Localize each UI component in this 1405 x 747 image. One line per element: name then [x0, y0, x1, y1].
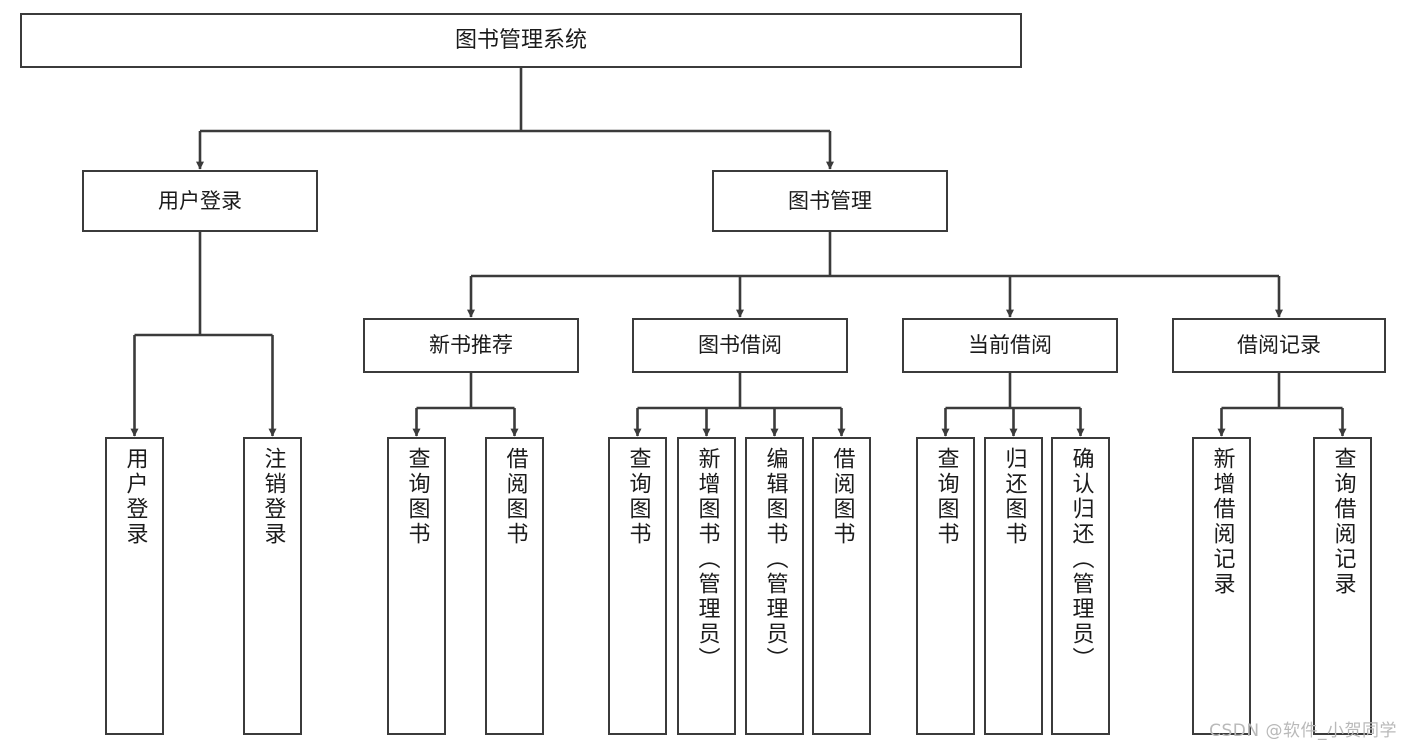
- node-label: 借阅图书: [829, 447, 855, 547]
- node-leaf-add-borrow-record[interactable]: 新增借阅记录: [1192, 437, 1251, 735]
- node-leaf-borrow-book-1[interactable]: 借阅图书: [485, 437, 544, 735]
- node-label: 当前借阅: [968, 333, 1052, 358]
- node-leaf-query-borrow-record[interactable]: 查询借阅记录: [1313, 437, 1372, 735]
- node-leaf-confirm-return-admin[interactable]: 确认归还（管理员）: [1051, 437, 1110, 735]
- node-label: 图书借阅: [698, 333, 782, 358]
- node-leaf-query-book-2[interactable]: 查询图书: [608, 437, 667, 735]
- node-label: 查询图书: [933, 447, 959, 547]
- node-label: 编辑图书（管理员）: [762, 447, 788, 672]
- node-new-book-recommend[interactable]: 新书推荐: [363, 318, 579, 373]
- node-label: 图书管理系统: [454, 27, 587, 53]
- node-label: 用户登录: [122, 447, 148, 547]
- node-label: 借阅记录: [1237, 333, 1321, 358]
- node-leaf-query-book-1[interactable]: 查询图书: [387, 437, 446, 735]
- node-leaf-borrow-book-2[interactable]: 借阅图书: [812, 437, 871, 735]
- node-label: 归还图书: [1001, 447, 1027, 547]
- edge-group: [130, 68, 1347, 437]
- node-borrow-record[interactable]: 借阅记录: [1172, 318, 1386, 373]
- node-label: 图书管理: [788, 188, 872, 213]
- node-label: 查询图书: [404, 447, 430, 547]
- node-label: 新书推荐: [429, 333, 513, 358]
- node-leaf-add-book-admin[interactable]: 新增图书（管理员）: [677, 437, 736, 735]
- node-label: 查询图书: [625, 447, 651, 547]
- node-book-borrow[interactable]: 图书借阅: [632, 318, 848, 373]
- node-current-borrow[interactable]: 当前借阅: [902, 318, 1118, 373]
- node-book-manage[interactable]: 图书管理: [712, 170, 948, 232]
- node-label: 新增借阅记录: [1209, 447, 1235, 597]
- node-label: 新增图书（管理员）: [694, 447, 720, 672]
- node-leaf-logout-login[interactable]: 注销登录: [243, 437, 302, 735]
- node-label: 注销登录: [260, 447, 286, 547]
- node-leaf-query-book-3[interactable]: 查询图书: [916, 437, 975, 735]
- node-label: 确认归还（管理员）: [1068, 447, 1094, 672]
- node-label: 用户登录: [158, 188, 242, 213]
- node-user-login[interactable]: 用户登录: [82, 170, 318, 232]
- node-leaf-user-login[interactable]: 用户登录: [105, 437, 164, 735]
- node-label: 查询借阅记录: [1330, 447, 1356, 597]
- node-label: 借阅图书: [502, 447, 528, 547]
- node-leaf-return-book[interactable]: 归还图书: [984, 437, 1043, 735]
- node-leaf-edit-book-admin[interactable]: 编辑图书（管理员）: [745, 437, 804, 735]
- node-root[interactable]: 图书管理系统: [20, 13, 1022, 68]
